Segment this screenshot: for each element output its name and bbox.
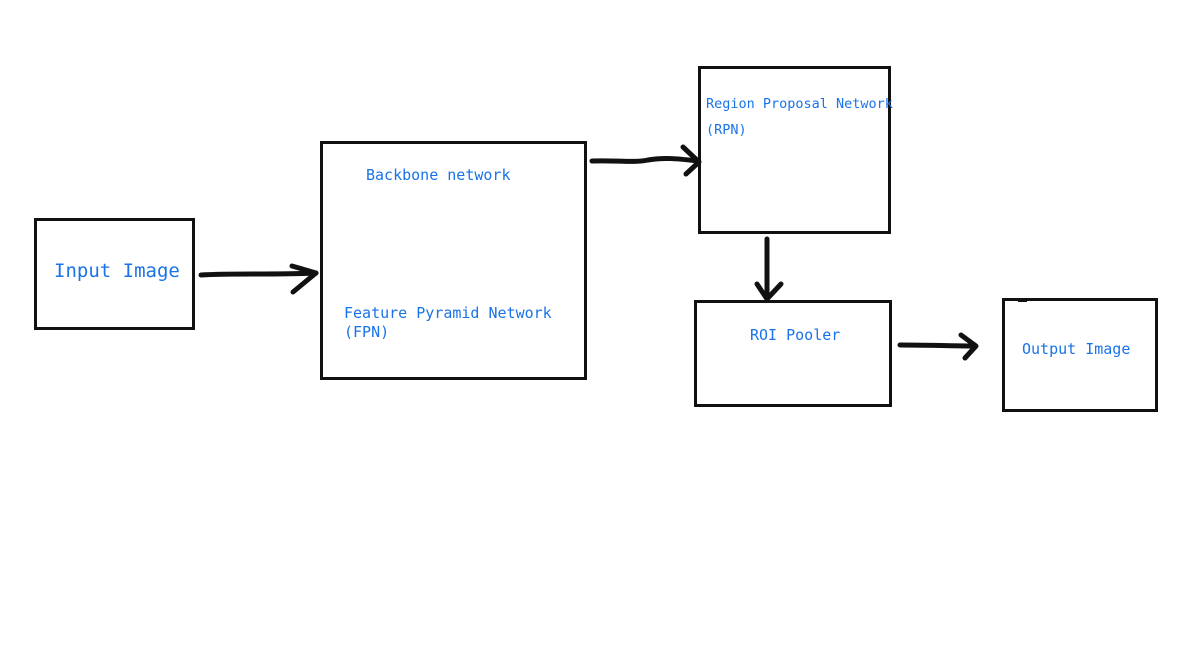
rpn-label: Region Proposal Network (RPN)	[706, 92, 893, 143]
output-box-tick-mark	[1018, 298, 1027, 302]
edge-rpn-to-roi-arrowhead	[754, 281, 784, 302]
backbone-network-title: Backbone network	[366, 166, 511, 184]
fpn-label-line1: Feature Pyramid Network	[344, 304, 552, 322]
output-image-node	[1002, 298, 1158, 412]
input-image-label: Input Image	[54, 260, 180, 282]
edge-roi-to-output	[897, 342, 978, 349]
rpn-label-line2: (RPN)	[706, 121, 747, 138]
roi-pooler-node	[694, 300, 892, 407]
output-image-label: Output Image	[1022, 340, 1131, 358]
edge-roi-to-output-arrowhead	[958, 332, 979, 361]
fpn-label: Feature Pyramid Network (FPN)	[344, 304, 552, 342]
fpn-label-line2: (FPN)	[344, 322, 390, 341]
edge-backbone-to-rpn	[589, 155, 701, 164]
roi-pooler-label: ROI Pooler	[750, 326, 841, 344]
edge-input-to-backbone	[198, 270, 319, 278]
backbone-network-node	[320, 141, 587, 380]
edge-input-to-backbone-arrowhead	[289, 263, 319, 295]
rpn-label-line1: Region Proposal Network	[706, 96, 893, 112]
edge-backbone-to-rpn-arrowhead	[680, 144, 702, 177]
input-image-node	[34, 218, 195, 330]
